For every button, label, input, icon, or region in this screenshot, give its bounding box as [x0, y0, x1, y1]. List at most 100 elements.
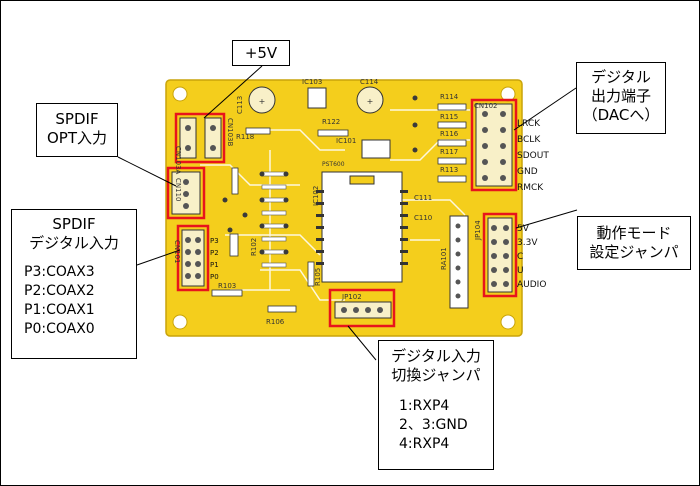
callout-spdif-digital-line2: デジタル入力 [29, 234, 119, 252]
label-ic102: IC102 [312, 186, 320, 206]
dac-pin-rmck: RMCK [517, 183, 544, 193]
mounting-hole-bottom-left [172, 314, 188, 330]
via-dots [222, 95, 418, 255]
label-c113: C113 [236, 96, 244, 114]
coax-pin-labels: P3 P2 P1 P0 [210, 237, 219, 281]
ic102-pins [316, 190, 408, 265]
svg-text:+: + [367, 97, 374, 106]
connector-pads [171, 103, 513, 319]
label-jp102: JP102 [341, 293, 362, 301]
dac-pin-sdout: SDOUT [517, 151, 549, 161]
label-cn110: CN110 [174, 178, 182, 202]
coax-pin-p1: P1 [210, 261, 219, 269]
callout-spdif-opt-line1: SPDIF [55, 110, 99, 128]
port-item-p2: P2:COAX2 [24, 283, 95, 299]
label-cn101: CN101 [173, 240, 181, 264]
highlight-cn110 [166, 166, 206, 220]
dac-pin-gnd: GND [517, 167, 538, 177]
callout-input-jumper-line2: 切換ジャンパ [391, 366, 481, 384]
highlight-cn103 [174, 112, 226, 164]
callout-dac-out-line3: （DACへ） [582, 106, 660, 124]
label-r118: R118 [236, 133, 254, 141]
callout-spdif-opt-line2: OPT入力 [46, 129, 107, 147]
jumper-pin-4: 4:RXP4 [399, 436, 450, 452]
callout-input-jumper: デジタル入力 切換ジャンパ 1:RXP4 2、3:GND 4:RXP4 [378, 340, 494, 470]
callout-spdif-digital: SPDIF デジタル入力 P3:COAX3 P2:COAX2 P1:COAX1 … [11, 209, 137, 359]
leader-plus5v [203, 65, 263, 119]
label-r113: R113 [440, 166, 458, 174]
leader-lines [117, 65, 578, 361]
silkscreen-labels: CN103A CN103B CN110 CN101 CN102 JP104 JP… [173, 78, 498, 326]
mounting-hole-top-left [172, 86, 188, 102]
ic102-package [321, 171, 403, 283]
label-r106: R106 [266, 318, 285, 326]
ic101-package [361, 139, 391, 159]
leader-dac-out [513, 87, 577, 131]
mode-pin-3v3: 3.3V [517, 238, 538, 248]
label-r103: R103 [218, 282, 236, 290]
mounting-hole-bottom-right [500, 314, 516, 330]
highlight-jp104 [482, 212, 518, 298]
label-ic103: IC103 [302, 78, 322, 86]
label-jp104: JP104 [474, 220, 482, 241]
port-item-p0: P0:COAX0 [24, 321, 95, 337]
label-cn102: CN102 [474, 102, 498, 110]
callout-dac-out: デジタル 出力端子 （DACへ） [576, 62, 666, 134]
label-r114: R114 [440, 93, 459, 101]
dac-pin-lrck: LRCK [517, 119, 541, 129]
leader-spdif-opt [117, 156, 177, 187]
ic103-package [307, 87, 327, 109]
label-ic101: IC101 [336, 137, 356, 145]
coax-pin-p0: P0 [210, 273, 219, 281]
label-c111: C111 [414, 194, 432, 202]
label-cn103a: CN103A [174, 146, 182, 174]
mode-pin-audio: AUDIO [517, 280, 546, 290]
coax-pin-p3: P3 [210, 237, 219, 245]
label-c110: C110 [414, 214, 432, 222]
callout-plus5v-title: +5V [244, 44, 278, 62]
callout-spdif-digital-line1: SPDIF [52, 215, 96, 233]
label-r105: R105 [314, 268, 322, 286]
svg-text:+: + [259, 97, 266, 106]
leader-spdif-digital [136, 249, 181, 266]
capacitor-c113 [248, 86, 276, 114]
label-r117: R117 [440, 148, 458, 156]
callout-input-jumper-line1: デジタル入力 [391, 347, 481, 365]
label-r122: R122 [322, 118, 340, 126]
dac-pin-labels: LRCK BCLK SDOUT GND RMCK [517, 119, 549, 193]
highlight-jp102 [328, 288, 396, 328]
jumper-pin-2-3: 2、3:GND [399, 417, 468, 433]
label-c114: C114 [360, 78, 379, 86]
coax-pin-p2: P2 [210, 249, 219, 257]
callout-mode-jumper-line2: 設定ジャンパ [589, 243, 679, 261]
label-cn103b: CN103B [226, 118, 234, 146]
highlight-cn102 [470, 98, 518, 192]
ic102-notch [349, 175, 375, 185]
callout-plus5v: +5V [232, 40, 290, 66]
mode-pin-u: U [517, 266, 524, 276]
label-ra101: RA101 [440, 247, 448, 270]
callout-mode-jumper: 動作モード 設定ジャンパ [577, 216, 691, 270]
callout-dac-out-line1: デジタル [591, 68, 651, 86]
resistor-bank [211, 103, 467, 313]
capacitor-c114 [356, 86, 384, 114]
callout-spdif-opt: SPDIF OPT入力 [36, 103, 118, 157]
label-pst600: PST600 [322, 161, 345, 168]
label-r115: R115 [440, 113, 458, 121]
ra101-array [449, 215, 469, 309]
dac-pin-bclk: BCLK [517, 135, 541, 145]
callout-dac-out-line2: 出力端子 [590, 87, 651, 105]
label-r102: R102 [250, 238, 258, 256]
port-item-p1: P1:COAX1 [24, 302, 95, 318]
mode-pin-c: C [517, 252, 523, 262]
mode-pin-labels: 5V 3.3V C U AUDIO [517, 224, 546, 290]
label-r116: R116 [440, 130, 459, 138]
highlight-cn101 [176, 224, 210, 292]
port-item-p3: P3:COAX3 [24, 264, 95, 280]
capacitor-column [261, 171, 287, 268]
callout-mode-jumper-line1: 動作モード [596, 224, 672, 242]
highlight-boxes [166, 98, 518, 328]
leader-input-jumper [347, 325, 377, 361]
leader-mode-jumper [515, 209, 578, 229]
